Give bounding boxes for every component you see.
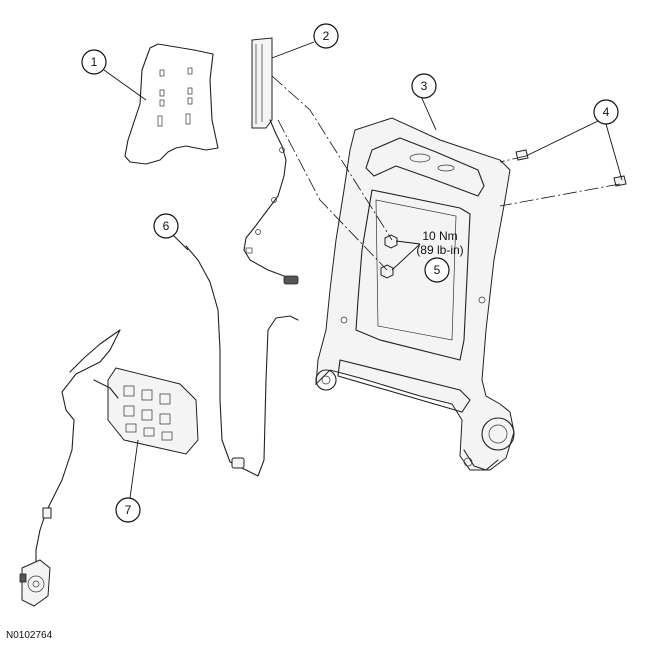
part-1-seat-back-panel: [124, 43, 219, 165]
callout-6-label: 6: [163, 219, 170, 233]
leader-lines: [103, 41, 623, 499]
callout-7-label: 7: [125, 503, 132, 517]
callout-4: 4: [593, 99, 619, 125]
part-5-nuts: [380, 234, 398, 279]
callout-1-label: 1: [91, 55, 98, 69]
callout-2-label: 2: [323, 29, 330, 43]
callout-1: 1: [81, 49, 107, 75]
callout-5: 5: [424, 257, 450, 283]
part-2-side-airbag-module: [243, 37, 299, 285]
callout-2: 2: [313, 23, 339, 49]
callout-5-label: 5: [434, 263, 441, 277]
torque-spec-nm: 10 Nm: [422, 229, 457, 243]
part-7-lumbar-assembly: [19, 329, 199, 607]
callout-6: 6: [153, 213, 179, 239]
torque-spec-lbin: (89 lb-in): [416, 243, 463, 257]
callout-3-label: 3: [421, 79, 428, 93]
figure-id: N0102764: [6, 630, 53, 641]
part-4-clips: [515, 149, 627, 187]
callout-3: 3: [411, 73, 437, 99]
callout-7: 7: [115, 497, 141, 523]
part-3-seat-back-frame: [315, 117, 515, 471]
callout-4-label: 4: [603, 105, 610, 119]
part-6-cable-rod: [185, 245, 299, 477]
